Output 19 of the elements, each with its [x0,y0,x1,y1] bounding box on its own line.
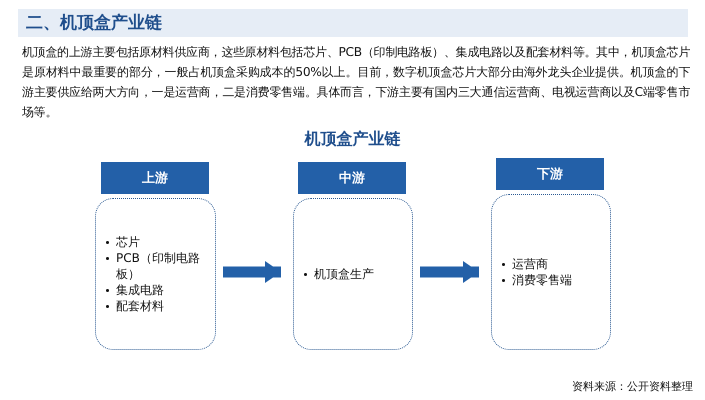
block-arrow [420,261,479,283]
stage-header: 上游 [101,162,209,194]
stage-box [95,198,216,350]
stage-header: 下游 [496,158,604,190]
bullet-item: 运营商 [501,256,606,272]
block-arrow [223,261,281,283]
paragraph: 机顶盒的上游主要包括原材料供应商，这些原材料包括芯片、PCB（印制电路板）、集成电路以及配套材料等。其中，机顶盒芯片是原材料中最重要的部分，一般占机顶盒采购成本的50%以上。目前，数字机顶盒芯片大部分由海外龙头企业提供。机顶盒的下游主要供应给两大方向，一是运营商，二是消费零售端。具体而言，下游主要有国内三大通信运营商、电视运营商以及C端零售市场等。 [22,44,690,121]
page-title: 二、机顶盒产业链 [26,12,162,35]
stage-header: 中游 [298,162,406,194]
source-note: 资料来源：公开资料整理 [572,379,693,394]
bullet-item: 配套材料 [105,298,211,314]
bullet-item: 消费零售端 [501,272,606,288]
bullet-item: 集成电路 [105,282,211,298]
bullet-item: 机顶盒生产 [303,266,408,282]
chart-title: 机顶盒产业链 [303,129,402,150]
bullet-item: PCB（印制电路板） [105,250,211,282]
bullet-item: 芯片 [105,234,211,250]
stage-box [293,198,413,350]
stage-box [491,194,611,350]
